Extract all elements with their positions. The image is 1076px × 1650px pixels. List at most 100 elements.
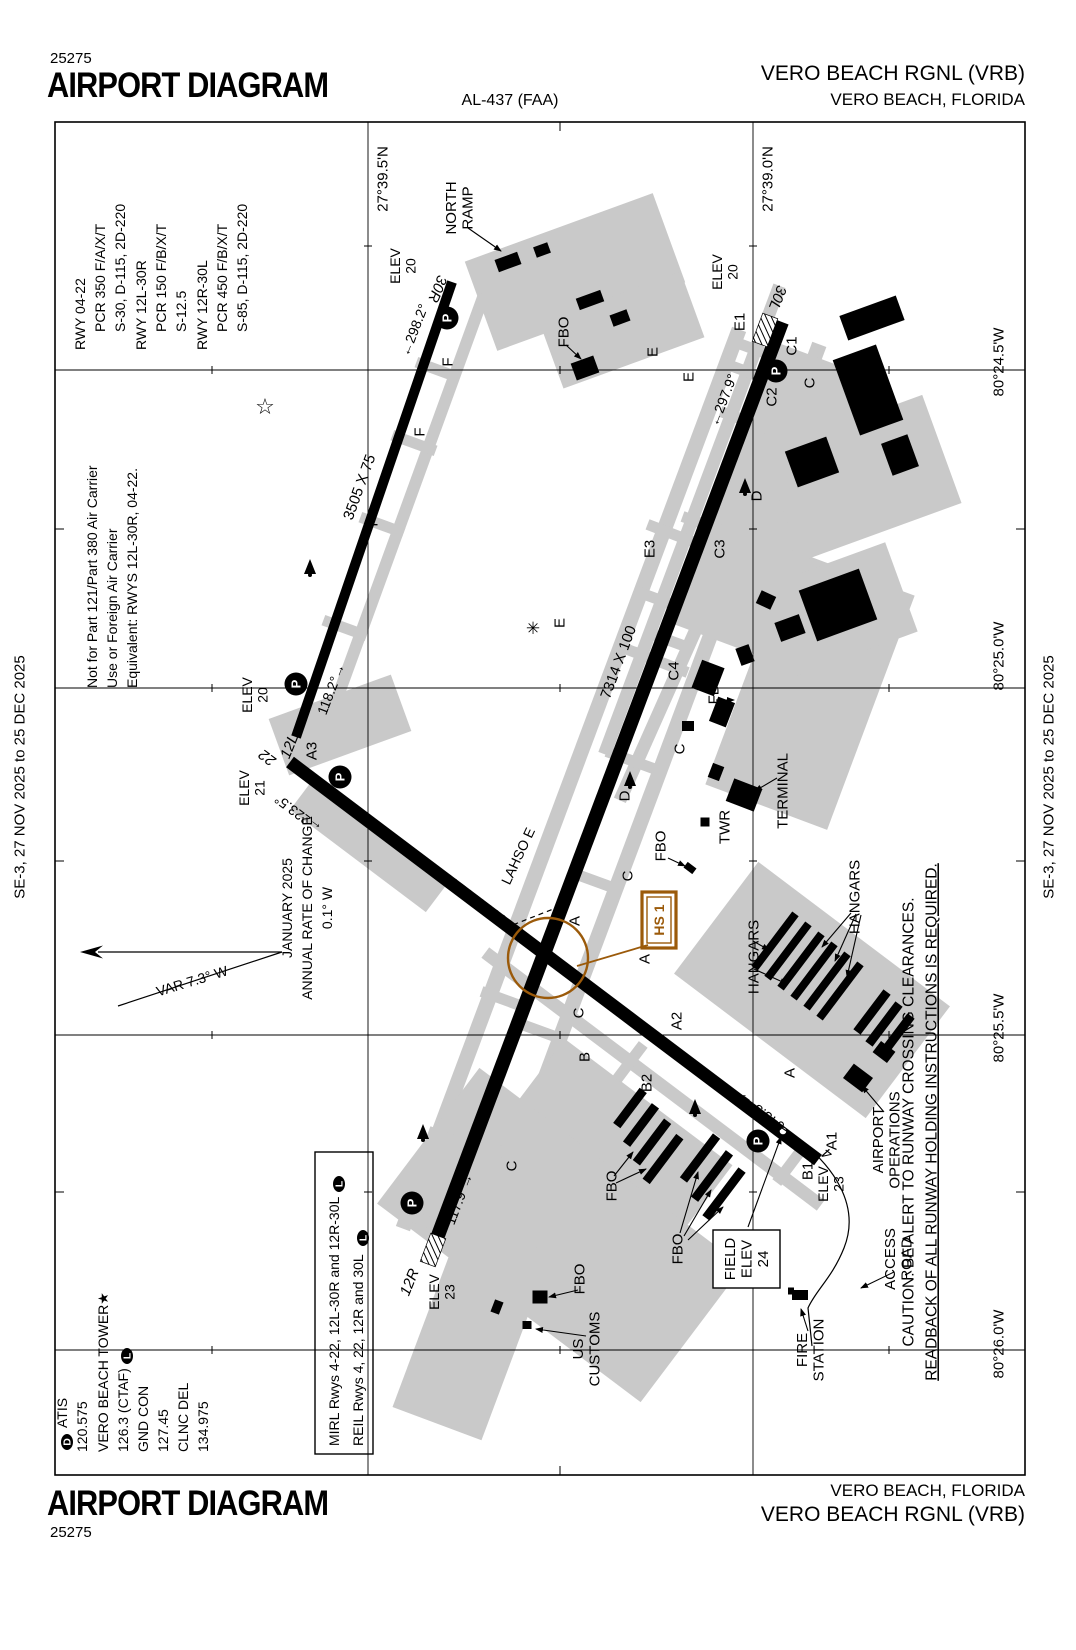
leader-arrow — [687, 1206, 724, 1241]
label-b2: B2 — [638, 1074, 655, 1092]
label-a1: A1 — [823, 1132, 840, 1150]
building — [735, 644, 755, 666]
airport-city-bottom: VERO BEACH, FLORIDA — [830, 1481, 1025, 1500]
label-a: A — [636, 954, 653, 964]
building — [702, 1167, 746, 1221]
building — [533, 242, 551, 258]
apron-taxiway-shape — [507, 1038, 733, 1242]
building — [708, 696, 736, 728]
chart-number-top: 25275 — [50, 50, 92, 67]
label-january-2025: JANUARY 2025 — [279, 858, 295, 958]
label-c3: C3 — [711, 539, 728, 558]
label-126-3-ctaf: 126.3 (CTAF) — [115, 1368, 131, 1452]
apron-taxiway-shape — [665, 340, 875, 660]
apron-taxiway-shape — [464, 193, 686, 351]
building — [632, 1118, 672, 1166]
parking-symbol — [764, 359, 788, 383]
label-c4: C4 — [665, 661, 682, 680]
label-terminal: TERMINAL — [774, 753, 791, 829]
building — [570, 355, 600, 381]
leader-arrow — [667, 857, 686, 867]
building — [816, 961, 864, 1021]
building — [803, 951, 851, 1011]
label-c: C — [801, 377, 818, 388]
building — [613, 1087, 647, 1129]
label-134-975: 134.975 — [195, 1401, 211, 1452]
label-e3: E3 — [641, 540, 658, 558]
label-12r: 12R — [397, 1266, 423, 1298]
label-pcr-150-f-b-x-t: PCR 150 F/B/X/T — [153, 223, 169, 332]
apron-taxiway-shape — [612, 1041, 648, 1083]
label-s-12-5: S-12.5 — [173, 291, 189, 332]
page-title-bottom: AIRPORT DIAGRAM — [47, 1484, 329, 1523]
building — [790, 941, 838, 1001]
map-frame — [54, 121, 1026, 1476]
label-not-for-part-121-part-380-ai: Not for Part 121/Part 380 Air Carrier — [84, 465, 100, 688]
label-d: D — [748, 490, 765, 501]
label-vero-beach-tower: VERO BEACH TOWER★ — [95, 1292, 111, 1452]
leader-arrow — [613, 1151, 634, 1177]
label-127-45: 127.45 — [155, 1409, 171, 1452]
label-elev-20: ELEV20 — [387, 247, 418, 283]
displaced-threshold-chevrons — [751, 312, 779, 348]
leader-arrow — [834, 913, 857, 962]
building — [839, 295, 905, 341]
access-road-line — [781, 1127, 850, 1347]
hs1-leader — [576, 944, 649, 967]
label-120-575: 120.575 — [74, 1401, 90, 1452]
label-fbo: FBO — [603, 1171, 620, 1202]
badge-l-icon: L — [333, 1176, 346, 1192]
label-fbo: FBO — [705, 674, 722, 705]
building — [490, 1299, 504, 1315]
displaced-threshold-chevrons — [419, 1232, 447, 1268]
building — [682, 721, 694, 731]
airport-name-bottom: VERO BEACH RGNL (VRB) — [760, 1503, 1025, 1526]
label-c: C — [570, 1007, 587, 1018]
building — [622, 1103, 660, 1147]
label-c1: C1 — [783, 336, 800, 355]
badge-oval — [121, 1348, 133, 1364]
badge-letter: L — [358, 1234, 370, 1241]
label-rwy-12l-30r: RWY 12L-30R — [133, 260, 149, 350]
label-0-1-w: 0.1° W — [319, 886, 335, 929]
parking-symbol — [284, 672, 308, 696]
building — [881, 434, 919, 476]
building — [532, 1290, 548, 1304]
label-fbo: FBO — [669, 1234, 686, 1265]
badge-l-icon: L — [121, 1348, 134, 1364]
al-number: AL-437 (FAA) — [461, 92, 559, 109]
badge-oval — [357, 1230, 369, 1246]
parking-symbol-letter: P — [289, 679, 304, 688]
building — [725, 778, 763, 812]
leader-arrow — [821, 912, 852, 948]
label-27-39-5-n: 27°39.5'N — [374, 146, 391, 212]
label-80-24-5-w: 80°24.5'W — [990, 327, 1007, 397]
badge-d-icon: D — [61, 1434, 74, 1450]
building — [700, 817, 710, 827]
leader-arrow — [535, 1326, 587, 1337]
label-mirl-rwys-4-22-12l-30r-and-1: MIRL Rwys 4-22, 12L-30R and 12R-30L — [326, 1197, 342, 1446]
windcone-icon — [689, 1099, 701, 1114]
windcone-base — [628, 785, 632, 789]
label-atis: ATIS — [54, 1398, 70, 1428]
label-c2: C2 — [763, 387, 780, 406]
label-caution-be-alert-to-runway-c: CAUTION: BE ALERT TO RUNWAY CROSSING CLE… — [900, 897, 917, 1346]
label-d: D — [616, 790, 633, 801]
building — [764, 921, 812, 981]
lahso-line — [504, 903, 567, 929]
building — [690, 1150, 734, 1202]
label-fbo: FBO — [555, 317, 572, 348]
leader-arrow — [683, 1189, 712, 1237]
label-access-road: ACCESSROAD — [882, 1228, 916, 1290]
badge-letter: L — [122, 1352, 134, 1359]
leader-arrow — [615, 1168, 647, 1184]
windcone-icon — [304, 559, 316, 574]
building — [642, 1133, 684, 1185]
label-elev-23: ELEV23 — [815, 1165, 846, 1201]
field-elev-box — [712, 1229, 781, 1289]
parking-symbol-letter: P — [751, 1136, 766, 1145]
label-hs-1: HS 1 — [651, 904, 667, 935]
label-b1: B1 — [799, 1162, 816, 1180]
runway-12R-30L — [421, 319, 789, 1265]
